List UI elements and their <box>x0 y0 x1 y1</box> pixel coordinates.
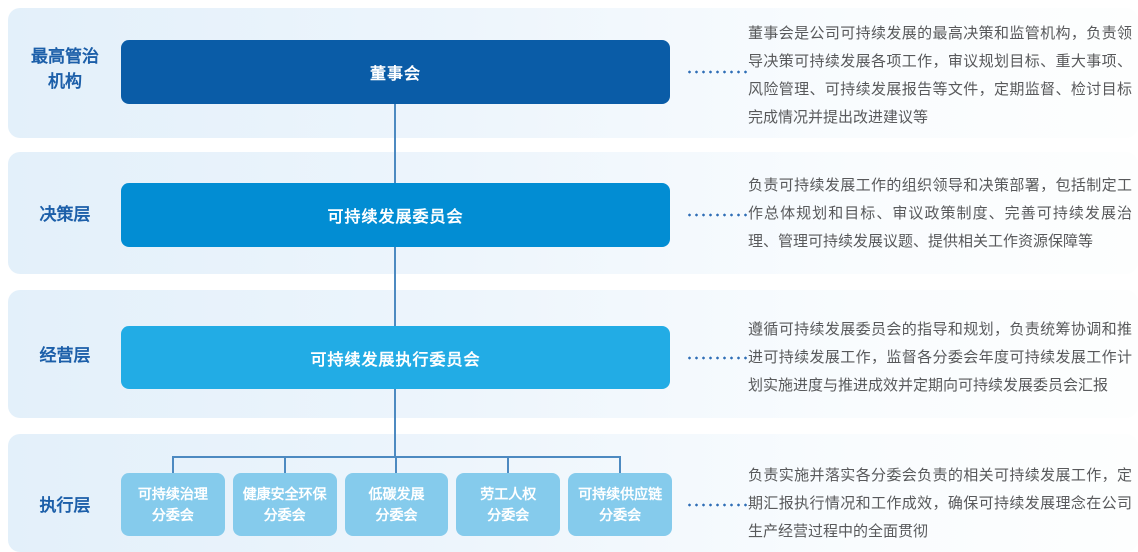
level-description-operation: 遵循可持续发展委员会的指导和规划，负责统筹协调和推进可持续发展工作，监督各分委会… <box>748 321 1132 394</box>
dotted-connector-row-3 <box>686 356 748 360</box>
level-description-board: 董事会是公司可持续发展的最高决策和监管机构，负责领导决策可持续发展各项工作，审议… <box>748 25 1132 126</box>
connector-stub-subcommittee-3 <box>395 456 397 473</box>
subcommittee-box-labor-rights: 劳工人权 分委会 <box>456 473 561 536</box>
connector-stub-subcommittee-4 <box>507 456 509 473</box>
level-label-execution: 执行层 <box>39 496 91 515</box>
connector-line-committee-to-executive <box>394 247 396 326</box>
level-label-decision: 决策层 <box>39 205 91 224</box>
subcommittee-box-low-carbon: 低碳发展 分委会 <box>344 473 449 536</box>
connector-line-executive-to-subrow <box>394 389 396 457</box>
subcommittee-box-governance: 可持续治理 分委会 <box>121 473 225 536</box>
connector-stub-subcommittee-2 <box>284 456 286 473</box>
level-description-decision: 负责可持续发展工作的组织领导和决策部署，包括制定工作总体规划和目标、审议政策制度… <box>748 177 1132 250</box>
subcommittee-box-hse: 健康安全环保 分委会 <box>232 473 337 536</box>
connector-line-board-to-committee <box>394 104 396 183</box>
level-label-operation: 经营层 <box>39 346 91 365</box>
level-description-execution: 负责实施并落实各分委会负责的相关可持续发展工作，定期汇报执行情况和工作成效，确保… <box>748 467 1132 540</box>
connector-stub-subcommittee-5 <box>619 456 621 473</box>
committee-box-board: 董事会 <box>121 40 670 104</box>
dotted-connector-row-2 <box>686 213 748 217</box>
committee-box-sustainability-committee: 可持续发展委员会 <box>121 183 670 247</box>
committee-box-executive-committee: 可持续发展执行委员会 <box>121 326 670 389</box>
level-label-top-governance: 最高管治 机构 <box>31 47 99 91</box>
dotted-connector-row-1 <box>686 70 748 74</box>
subcommittee-row: 可持续治理 分委会 健康安全环保 分委会 低碳发展 分委会 劳工人权 分委会 可… <box>121 473 672 536</box>
connector-stub-subcommittee-1 <box>172 456 174 473</box>
dotted-connector-row-4 <box>686 503 748 507</box>
subcommittee-box-supply-chain: 可持续供应链 分委会 <box>568 473 672 536</box>
